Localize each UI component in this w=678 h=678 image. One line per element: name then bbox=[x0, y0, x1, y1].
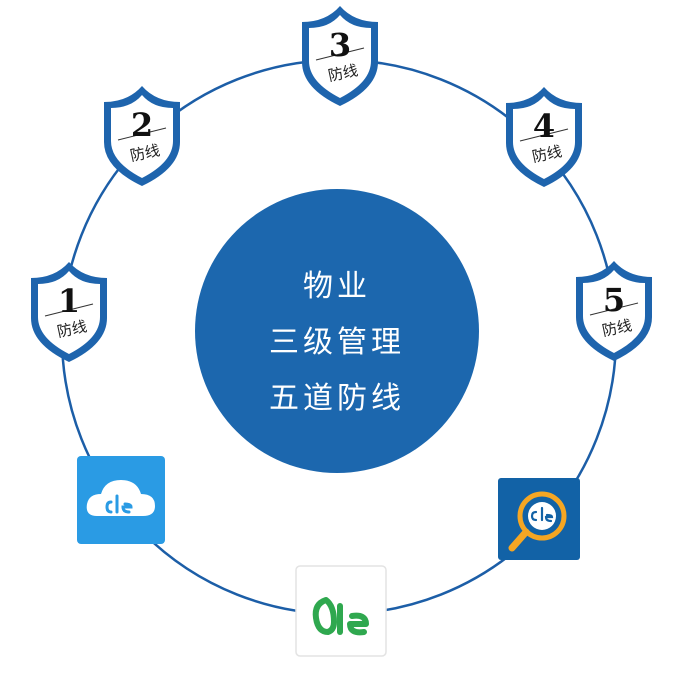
cloud-app-icon bbox=[77, 456, 165, 544]
shield-3-label: 防线 bbox=[326, 61, 359, 85]
shield-5-number: 5 bbox=[603, 281, 625, 319]
shield-2-label: 防线 bbox=[128, 141, 161, 165]
shield-2: 2 防线 bbox=[104, 86, 180, 186]
center-line-3: 五道防线 bbox=[269, 381, 405, 416]
shield-5-label: 防线 bbox=[600, 316, 633, 340]
shield-5: 5 防线 bbox=[576, 261, 652, 361]
search-app-icon bbox=[498, 478, 580, 560]
shield-4: 4 防线 bbox=[506, 87, 582, 187]
shield-2-number: 2 bbox=[131, 106, 153, 144]
center-line-1: 物业 bbox=[303, 269, 371, 304]
shield-3: 3 防线 bbox=[302, 6, 378, 106]
center-circle bbox=[195, 189, 479, 473]
shield-1-label: 防线 bbox=[55, 317, 88, 341]
shield-4-label: 防线 bbox=[530, 142, 563, 166]
shield-1: 1 防线 bbox=[31, 262, 107, 362]
shield-4-number: 4 bbox=[533, 107, 555, 145]
center-line-2: 三级管理 bbox=[269, 325, 405, 360]
shield-3-number: 3 bbox=[329, 26, 351, 64]
shield-1-number: 1 bbox=[58, 282, 80, 320]
one-app-icon bbox=[295, 565, 387, 657]
